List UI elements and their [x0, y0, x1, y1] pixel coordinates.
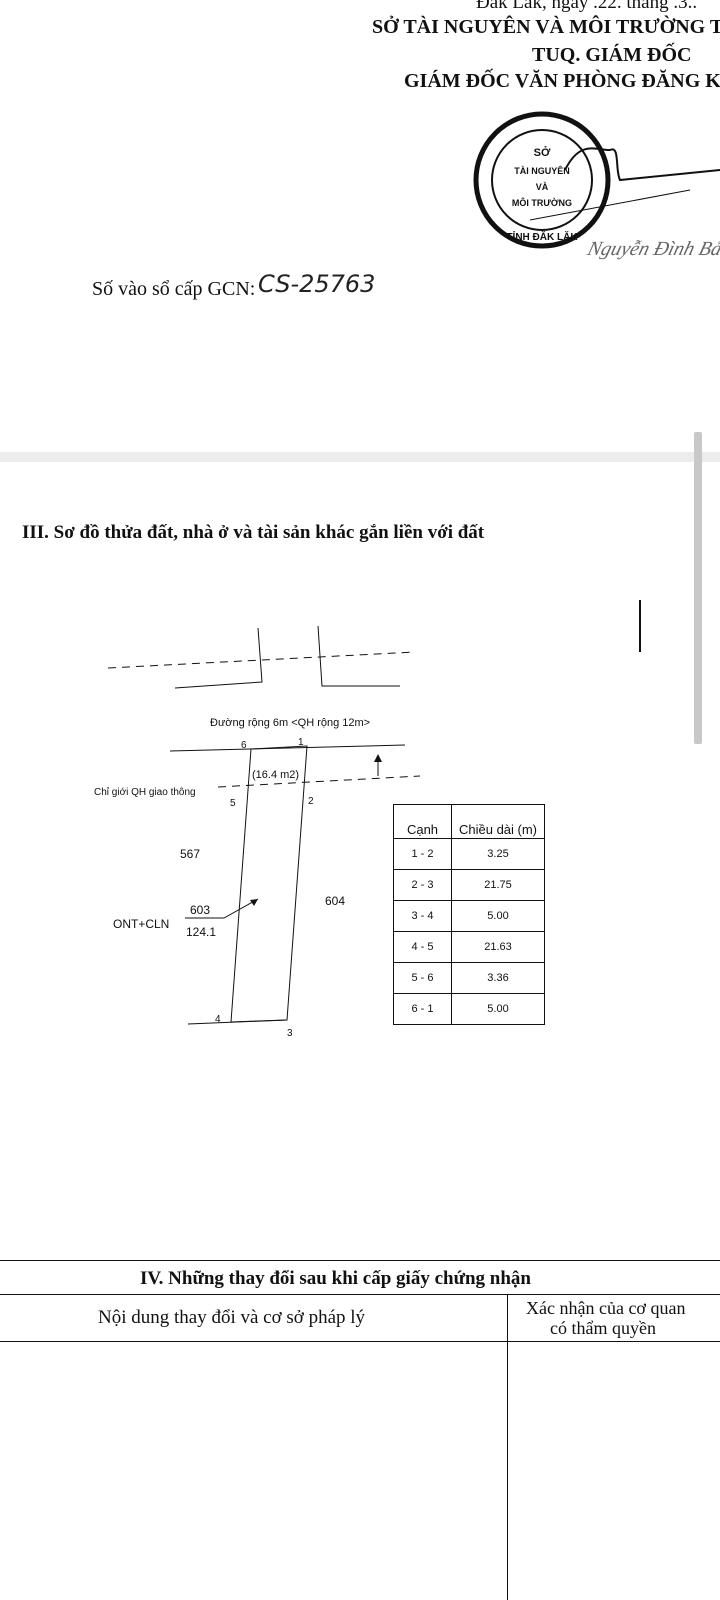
svg-text:MÔI TRƯỜNG: MÔI TRƯỜNG: [512, 197, 572, 208]
place-date: Đăk Lăk, ngày .22. tháng .3..: [476, 0, 698, 13]
parcel-number: 603: [190, 903, 210, 917]
office-title: GIÁM ĐỐC VĂN PHÒNG ĐĂNG K: [404, 70, 720, 92]
scrollbar[interactable]: [694, 432, 702, 744]
col-content-header: Nội dung thay đổi và cơ sở pháp lý: [98, 1307, 366, 1328]
section4-title: IV. Những thay đổi sau khi cấp giấy chứn…: [140, 1268, 531, 1289]
col-confirm-header-1: Xác nhận của cơ quan: [526, 1298, 686, 1318]
col-confirm-header-2: có thẩm quyền: [550, 1318, 656, 1338]
signature: [564, 147, 720, 182]
parcel-area: 124.1: [186, 925, 216, 939]
page-gap: [0, 452, 720, 462]
changes-table: IV. Những thay đổi sau khi cấp giấy chứn…: [0, 1260, 720, 1600]
point-6-label: 6: [241, 740, 247, 751]
planning-line-label: Chỉ giới QH giao thông: [94, 786, 196, 798]
official-stamp: SỞ TÀI NGUYÊN VÀ MÔI TRƯỜNG TỈNH ĐĂK LĂK: [473, 111, 720, 249]
setback-area: (16.4 m2): [252, 769, 299, 781]
point-2-label: 2: [308, 796, 314, 807]
col-header-edge: Cạnh: [393, 804, 452, 839]
svg-text:SỞ: SỞ: [534, 146, 551, 159]
point-1-label: 1: [298, 737, 304, 748]
registry-number: CS-25763: [258, 270, 376, 298]
on-behalf-title: TUQ. GIÁM ĐỐC: [532, 44, 692, 66]
svg-text:VÀ: VÀ: [536, 182, 549, 192]
neighbor-parcel-right: 604: [325, 894, 345, 908]
registry-label: Số vào sổ cấp GCN:: [92, 278, 256, 300]
arrow-up-icon: [374, 754, 382, 762]
point-5-label: 5: [230, 798, 236, 809]
road-label: Đường rộng 6m <QH rộng 12m>: [210, 717, 370, 729]
neighbor-parcel-left: 567: [180, 847, 200, 861]
col-header-length: Chiều dài (m): [451, 804, 545, 839]
svg-text:TÀI NGUYÊN: TÀI NGUYÊN: [514, 165, 570, 176]
department-name: SỞ TÀI NGUYÊN VÀ MÔI TRƯỜNG T: [372, 16, 720, 38]
section3-title: III. Sơ đồ thửa đất, nhà ở và tài sản kh…: [22, 522, 485, 543]
land-parcel-diagram: Đường rộng 6m <QH rộng 12m> 6 1 2 3 4 5 …: [94, 600, 641, 1039]
svg-text:TỈNH ĐĂK LĂK: TỈNH ĐĂK LĂK: [506, 230, 578, 243]
land-use-code: ONT+CLN: [113, 917, 169, 931]
point-4-label: 4: [215, 1014, 221, 1025]
signer-name: Nguyễn Đình Bả: [585, 238, 720, 260]
point-3-label: 3: [287, 1028, 293, 1039]
